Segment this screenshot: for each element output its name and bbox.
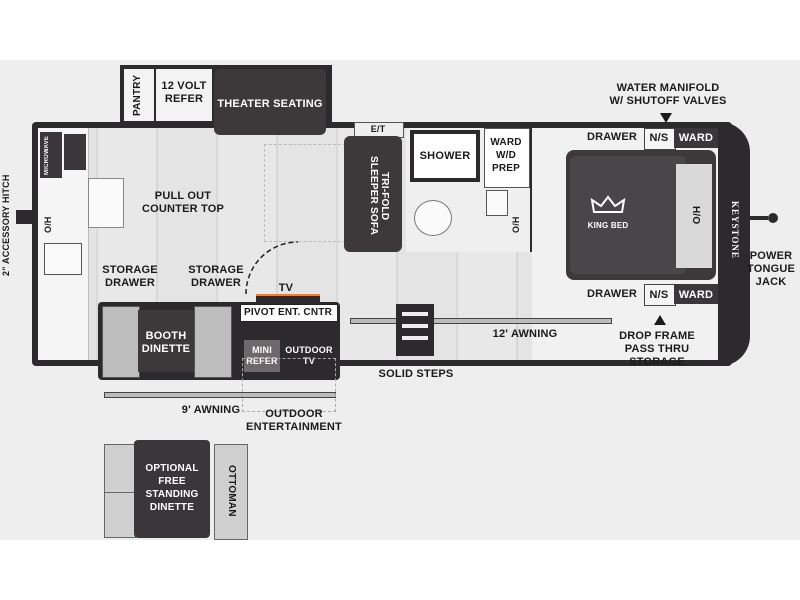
shower-label: SHOWER — [419, 150, 471, 162]
optional-dinette-label: OPTIONAL FREE STANDING DINETTE — [145, 463, 199, 513]
fireplace — [256, 294, 320, 304]
down-arrow-icon — [660, 110, 672, 123]
booth-table — [138, 310, 194, 372]
optional-chair-top — [104, 444, 136, 500]
mini-refer-cell — [244, 340, 280, 372]
drawer-top-label: DRAWER — [586, 131, 638, 143]
storage-drawer-right-label: STORAGE DRAWER — [188, 264, 244, 289]
outdoor-ent-dashed-area — [242, 358, 336, 412]
pivot-ent-center — [240, 304, 338, 322]
accessory-hitch-label: 2" ACCESSORY HITCH — [1, 174, 11, 276]
microwave — [40, 132, 62, 178]
ottoman — [214, 444, 248, 540]
mini-refer-label: MINI REFER — [246, 345, 278, 366]
ns-bottom-label: N/S — [649, 289, 669, 301]
up-arrow-icon — [654, 312, 666, 325]
living-rug — [264, 144, 346, 242]
door-swing — [240, 236, 310, 296]
king-bed-mattress — [570, 156, 686, 274]
oh-right-label: H/O — [690, 205, 701, 225]
booth-seat-left — [102, 306, 140, 378]
crown-icon — [590, 194, 626, 216]
volt-refer-label: 12 VOLT REFER — [161, 80, 207, 105]
solid-steps — [390, 300, 440, 360]
water-manifold-label: WATER MANIFOLD W/ SHUTOFF VALVES — [609, 82, 727, 107]
tv-label: TV — [278, 282, 294, 294]
ward-top-cell — [674, 128, 718, 148]
awning-12-bar — [350, 318, 612, 324]
optional-table — [134, 440, 210, 538]
et-label: E/T — [370, 124, 386, 134]
pivot-ent-center-label: PIVOT ENT. CNTR — [243, 307, 332, 318]
booth-dinette-label: BOOTH DINETTE — [141, 330, 191, 355]
ward-bottom-label: WARD — [678, 289, 714, 301]
pantry-cell — [124, 69, 154, 121]
drawer-bottom-label: DRAWER — [586, 288, 638, 300]
king-bed-label: KING BED — [587, 221, 629, 230]
front-cap — [716, 122, 750, 366]
hitch-icon — [16, 210, 32, 224]
tongue-jack-icon — [750, 210, 780, 223]
sleeper-sofa-label: TRI-FOLD SLEEPER SOFA — [368, 156, 390, 236]
theater-seating-label: THEATER SEATING — [217, 98, 323, 110]
booth-seat-right — [194, 306, 232, 378]
ward-wd-prep-cell — [484, 128, 530, 188]
brand-logo-text: KEYSTONE — [730, 201, 740, 259]
bathroom-sink — [486, 190, 508, 216]
cooktop — [64, 134, 86, 170]
drop-frame-label: DROP FRAME PASS THRU STORAGE — [619, 330, 695, 368]
microwave-label: MICROWAVE — [44, 135, 50, 175]
optional-chair-bottom — [104, 492, 136, 538]
oh-bath-label: O/H — [511, 216, 521, 234]
shower — [410, 130, 480, 182]
ottoman-label: OTTOMAN — [226, 465, 237, 517]
outdoor-entertainment-label: OUTDOOR ENTERTAINMENT — [246, 408, 342, 433]
ward-wd-prep-label: WARD W/D PREP — [490, 137, 522, 174]
volt-refer-cell — [156, 69, 212, 121]
solid-steps-label: SOLID STEPS — [378, 368, 454, 380]
kitchen-sink — [44, 243, 82, 275]
awning-12-label: 12' AWNING — [492, 328, 558, 340]
pull-out-counter-label: PULL OUT COUNTER TOP — [141, 190, 225, 215]
king-bed-pillow — [676, 164, 712, 268]
power-tongue-jack-label: POWER TONGUE JACK — [746, 250, 796, 288]
theater-seating — [214, 69, 326, 135]
awning-9-label: 9' AWNING — [181, 404, 241, 416]
outdoor-tv-label: OUTDOOR TV — [285, 345, 333, 366]
oh-left-label: O/H — [43, 216, 53, 234]
pull-out-counter — [88, 178, 124, 228]
ns-top-label: N/S — [649, 132, 669, 144]
ward-bottom-cell — [674, 284, 718, 304]
floorplan-canvas: KEYSTONE POWER TONGUE JACK 2" ACCESSORY … — [0, 60, 800, 540]
pantry-label: PANTRY — [132, 74, 143, 116]
ward-top-label: WARD — [678, 132, 714, 144]
storage-drawer-left-label: STORAGE DRAWER — [102, 264, 158, 289]
toilet — [414, 200, 452, 236]
sleeper-sofa — [344, 136, 402, 252]
